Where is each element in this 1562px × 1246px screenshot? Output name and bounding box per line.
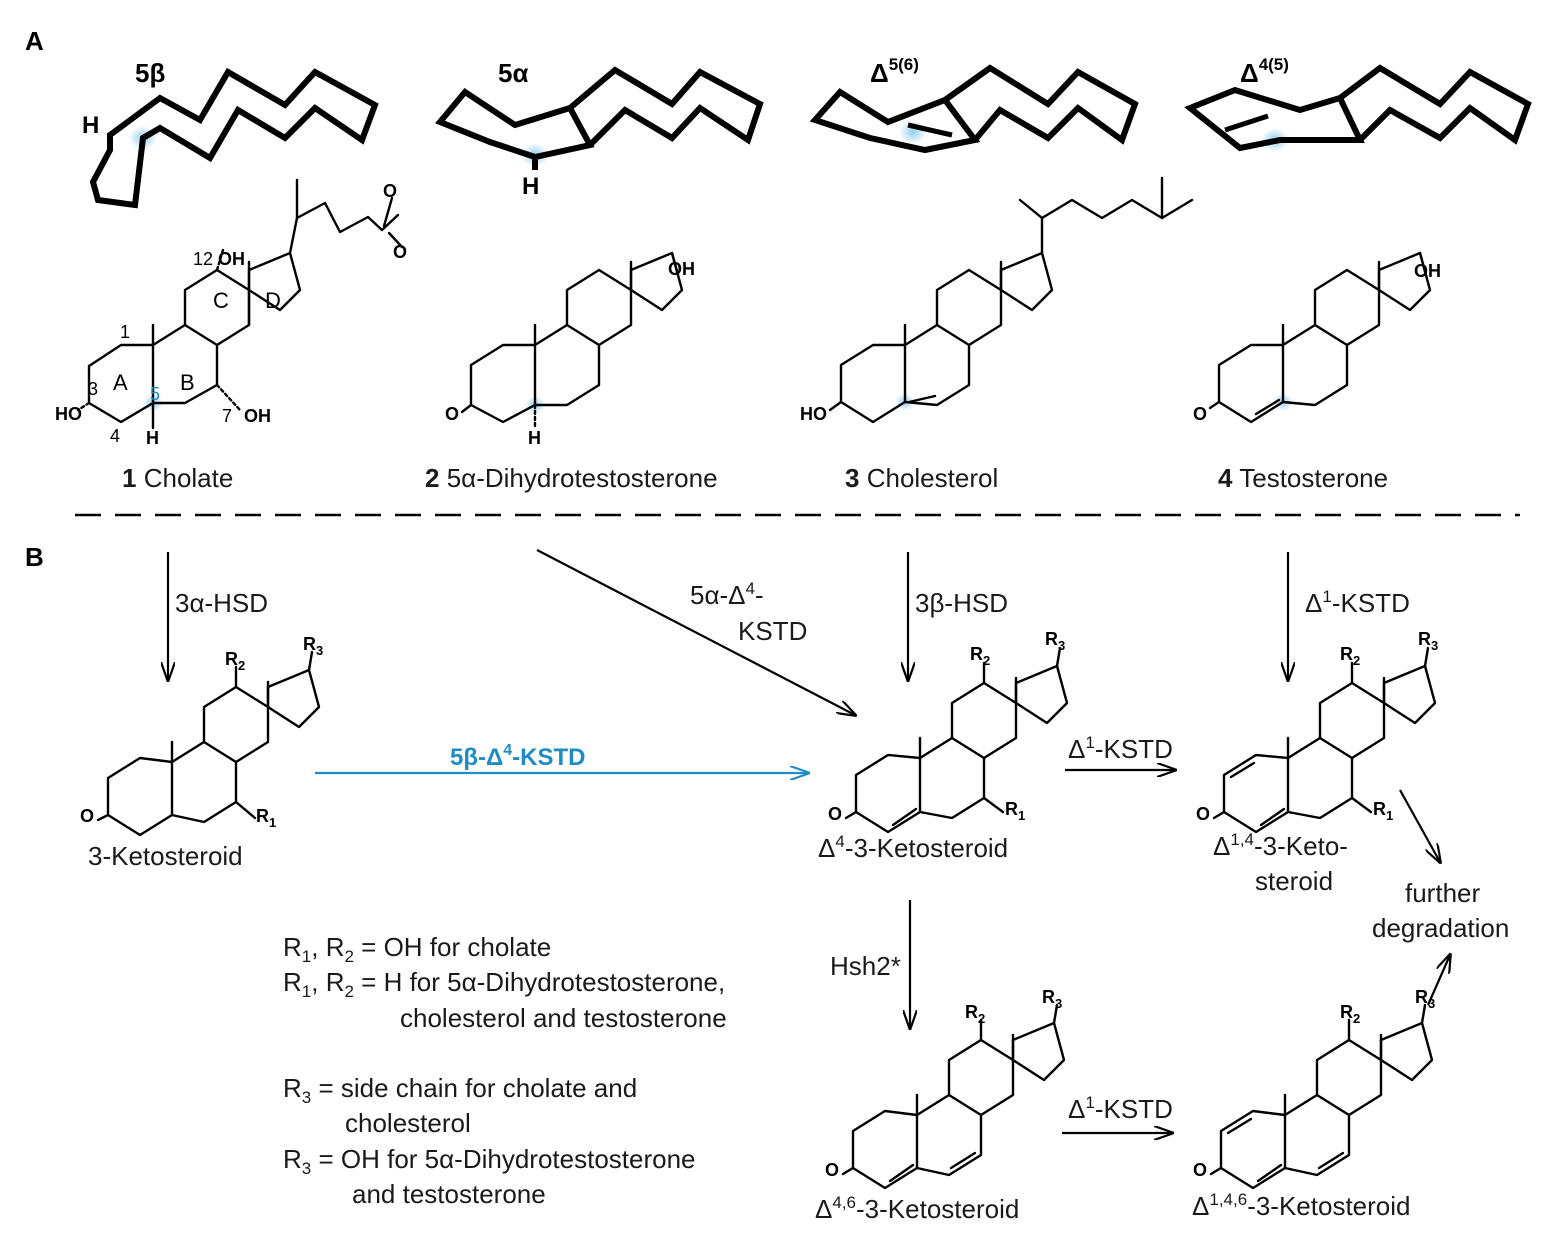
atom-o: O [445, 404, 459, 424]
carbon-number: 12 [193, 249, 213, 269]
r2: R2 [225, 649, 245, 673]
conformer-label-delta56: Δ5(6) [870, 55, 919, 88]
legend-line: cholesterol and testosterone [400, 1003, 727, 1033]
arrow-further-degradation-top [1399, 789, 1440, 862]
panel-label-a: A [25, 26, 44, 56]
atom-h: H [522, 173, 539, 200]
atom-ho: HO [800, 404, 827, 424]
legend-line: R3 = side chain for cholate and [283, 1073, 637, 1107]
panel-label-b: B [25, 542, 44, 572]
enzyme-hsh2: Hsh2* [830, 951, 901, 981]
structure-cholate: O O OH HO OH H A B C D 1 3 4 5 7 12 [55, 178, 407, 448]
structure-3-ketosteroid: O R2 R3 R1 [80, 634, 323, 837]
atom-o: O [828, 804, 842, 824]
conformer-5alpha: 5α H [435, 58, 764, 200]
legend-line: R1, R2 = OH for cholate [283, 932, 551, 966]
structure-d46-3-ketosteroid: O R2 R3 [825, 987, 1066, 1190]
enzyme-delta1-kstd: Δ1-KSTD [1305, 587, 1410, 618]
ring-d-label: D [265, 288, 281, 313]
conformer-delta-4-5: Δ4(5) [1184, 55, 1532, 152]
r2: R2 [1340, 1002, 1360, 1026]
structure-testosterone: O OH [1193, 251, 1441, 424]
compound-caption-cholesterol: 3 Cholesterol [845, 463, 998, 493]
enzyme-5beta-kstd: 5β-Δ4-KSTD [450, 742, 585, 771]
product-d14-3-ketosteroid: Δ1,4-3-Keto- [1213, 830, 1348, 861]
further-degradation-line2: degradation [1372, 913, 1509, 943]
structure-dihydrotestosterone: O OH H [445, 251, 695, 448]
atom-o: O [383, 181, 397, 201]
substituent-legend: R1, R2 = OH for cholate R1, R2 = H for 5… [283, 932, 727, 1209]
r2: R2 [970, 644, 990, 668]
conformer-label-5beta: 5β [135, 58, 165, 88]
product-d4-3-ketosteroid: Δ4-3-Ketosteroid [818, 832, 1008, 863]
double-bond [1224, 113, 1269, 133]
compound-caption-dht: 2 5α-Dihydrotestosterone [425, 463, 718, 493]
product-d14-3-ketosteroid-line2: steroid [1255, 866, 1333, 896]
legend-line: R3 = OH for 5α-Dihydrotestosterone [283, 1144, 696, 1178]
arrow-5alpha-kstd [536, 549, 855, 715]
compound-caption-testosterone: 4 Testosterone [1218, 463, 1388, 493]
structure-d146-3-ketosteroid: O R2 R3 [1193, 987, 1435, 1190]
structure-d14-3-ketosteroid: O R2 R3 R1 [1196, 629, 1438, 834]
ring-b-label: B [180, 370, 195, 395]
carbon-number: 3 [88, 379, 98, 399]
product-d146-3-ketosteroid: Δ1,4,6-3-Ketosteroid [1192, 1190, 1411, 1221]
enzyme-5alpha-kstd-line2: KSTD [738, 616, 807, 646]
conformer-label-delta45: Δ4(5) [1240, 55, 1289, 88]
atom-oh: OH [244, 406, 271, 426]
r1: R1 [1373, 799, 1393, 823]
enzyme-3alpha-hsd: 3α-HSD [175, 588, 268, 618]
carbon-number-5: 5 [150, 384, 160, 404]
atom-h: H [146, 428, 159, 448]
carbon-number: 4 [110, 426, 120, 446]
r3: R3 [1045, 629, 1065, 653]
r2: R2 [1340, 644, 1360, 668]
legend-line: and testosterone [352, 1179, 546, 1209]
enzyme-delta1-kstd-bottom: Δ1-KSTD [1068, 1093, 1173, 1124]
double-bond [907, 122, 953, 138]
r1: R1 [256, 806, 276, 830]
atom-h: H [528, 428, 541, 448]
atom-o: O [1193, 1160, 1207, 1180]
further-degradation-line1: further [1405, 878, 1480, 908]
product-3-ketosteroid: 3-Ketosteroid [88, 841, 243, 871]
conformer-5beta: 5β H [82, 58, 379, 209]
r3: R3 [1418, 629, 1438, 653]
compound-caption-cholate: 1 Cholate [122, 463, 233, 493]
r3: R3 [1415, 987, 1435, 1011]
arrow-further-degradation-bottom [1426, 955, 1450, 1006]
structure-cholesterol: HO [800, 176, 1194, 424]
atom-h: H [82, 112, 99, 139]
legend-line: cholesterol [345, 1108, 471, 1138]
r2: R2 [965, 1002, 985, 1026]
atom-o: O [825, 1160, 839, 1180]
carbon-number: 1 [120, 322, 130, 342]
atom-o: O [393, 242, 407, 262]
legend-line: R1, R2 = H for 5α-Dihydrotestosterone, [283, 967, 725, 1001]
r1: R1 [1005, 799, 1025, 823]
carbon-number: 7 [222, 406, 232, 426]
atom-oh: OH [218, 249, 245, 269]
conformer-label-5alpha: 5α [498, 58, 528, 88]
enzyme-delta1-kstd-mid: Δ1-KSTD [1068, 733, 1173, 764]
conformer-delta-5-6: Δ5(6) [809, 55, 1139, 154]
r3: R3 [1042, 987, 1062, 1011]
enzyme-5alpha-kstd: 5α-Δ4- [690, 579, 764, 610]
enzyme-3beta-hsd: 3β-HSD [915, 588, 1008, 618]
structure-d4-3-ketosteroid: O R2 R3 R1 [828, 629, 1069, 834]
ring-c-label: C [213, 288, 229, 313]
atom-o: O [1193, 404, 1207, 424]
product-d46-3-ketosteroid: Δ4,6-3-Ketosteroid [815, 1193, 1019, 1224]
atom-ho: HO [55, 404, 82, 424]
atom-o: O [80, 806, 94, 826]
atom-oh: OH [668, 259, 695, 279]
r3: R3 [303, 634, 323, 658]
ring-a-label: A [113, 370, 128, 395]
atom-o: O [1196, 804, 1210, 824]
atom-oh: OH [1414, 261, 1441, 281]
